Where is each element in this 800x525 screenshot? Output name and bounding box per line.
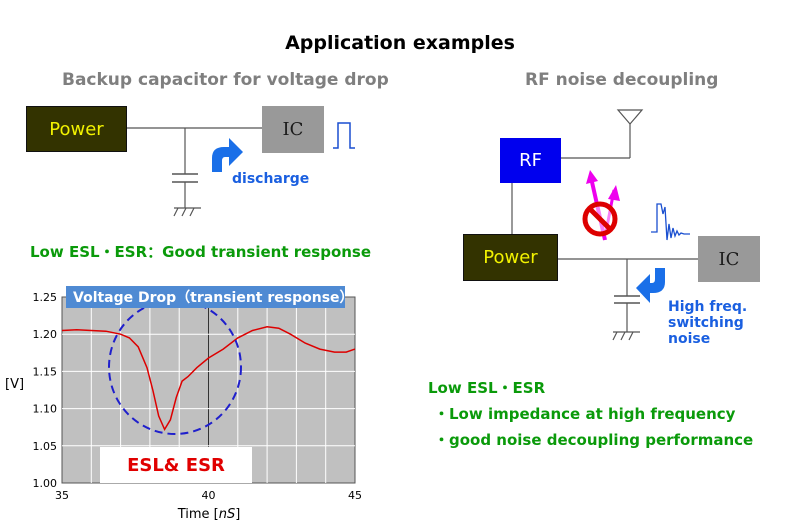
esl-esr-label: ESL& ESR	[100, 447, 252, 483]
ground-icon	[173, 207, 201, 217]
noise-arrow-icon	[636, 268, 665, 303]
power-label-right: Power	[483, 247, 538, 268]
page-title: Application examples	[285, 32, 515, 54]
x-tick-label: 35	[55, 489, 69, 502]
y-tick-label: 1.20	[33, 328, 58, 341]
right-feature-title: Low ESL・ESR	[428, 379, 546, 397]
right-feature-item: ・good noise decoupling performance	[434, 431, 754, 449]
ic-label: IC	[282, 119, 304, 140]
y-tick-label: 1.15	[33, 365, 58, 378]
y-tick-label: 1.00	[33, 477, 58, 490]
capacitor-icon	[172, 173, 198, 183]
discharge-label: discharge	[232, 171, 310, 187]
left-feature-text: Low ESL・ESR：Good transient response	[30, 243, 372, 261]
ic-box-right: IC	[698, 236, 760, 282]
data-line	[61, 326, 356, 432]
x-tick-label: 45	[348, 489, 362, 502]
chart-title: Voltage Drop（transient response）	[66, 286, 354, 308]
noise-label: High freq. switching noise	[668, 299, 747, 347]
power-label: Power	[49, 118, 104, 140]
prohibited-icon	[582, 201, 618, 237]
capacitor-icon	[614, 295, 640, 304]
right-section-title: RF noise decoupling	[525, 70, 719, 90]
ic-box: IC	[262, 106, 324, 153]
ic-label-right: IC	[718, 248, 740, 270]
voltage-drop-chart: 1.00 1.05 1.10 1.15 1.20 1.25 35 40 45 [V] Time …	[5, 291, 363, 522]
y-axis-label: [V]	[5, 377, 24, 392]
power-box-right: Power	[463, 234, 558, 281]
ground-icon	[612, 331, 640, 341]
rf-box: RF	[500, 138, 561, 183]
discharge-arrow-icon	[212, 138, 243, 172]
rf-label: RF	[519, 150, 542, 171]
x-tick-label: 40	[202, 489, 216, 502]
antenna-icon	[616, 109, 644, 125]
ringing-pulse-icon	[651, 203, 690, 241]
y-tick-label: 1.05	[33, 440, 58, 453]
power-box: Power	[26, 106, 127, 152]
y-tick-label: 1.25	[33, 291, 58, 304]
noise-label-line: High freq.	[668, 299, 748, 315]
noise-label-line: noise	[668, 331, 711, 347]
noise-label-line: switching	[668, 315, 744, 331]
right-feature-item: ・Low impedance at high frequency	[434, 405, 736, 423]
x-axis-label: Time [nS]	[177, 507, 241, 522]
tick-labels: 1.00 1.05 1.10 1.15 1.20 1.25 35 40 45	[33, 291, 363, 502]
y-tick-label: 1.10	[33, 403, 58, 416]
pulse-icon	[333, 122, 355, 149]
left-section-title: Backup capacitor for voltage drop	[62, 70, 389, 90]
